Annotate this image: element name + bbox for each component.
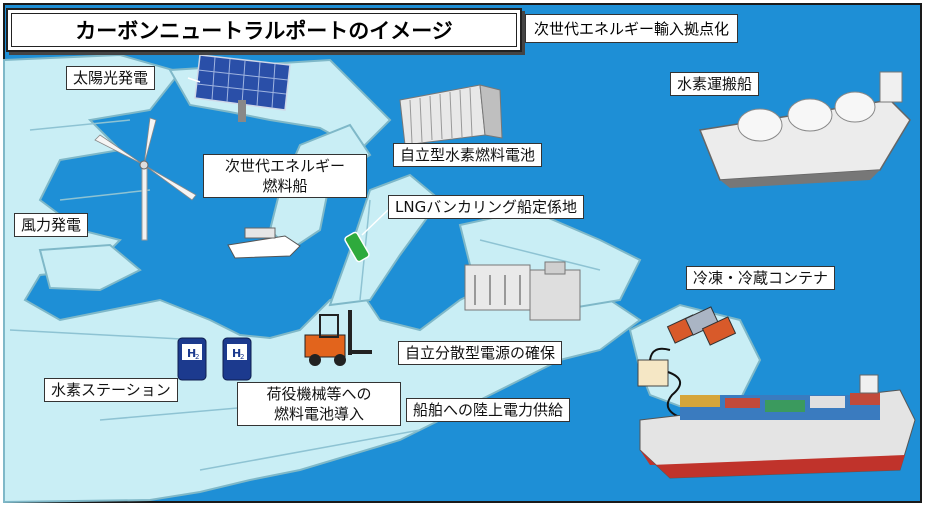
svg-text:2: 2 bbox=[195, 353, 199, 361]
svg-text:2: 2 bbox=[240, 353, 244, 361]
label-cargo-fuel-cell: 荷役機械等への 燃料電池導入 bbox=[237, 382, 401, 426]
leader-solar bbox=[187, 77, 201, 83]
container-ship-icon bbox=[639, 374, 916, 479]
power-plant-icon bbox=[464, 261, 581, 321]
hydrogen-carrier-ship-icon bbox=[698, 71, 911, 188]
label-reefer: 冷凍・冷蔵コンテナ bbox=[686, 266, 836, 290]
solar-panel-icon bbox=[194, 54, 291, 122]
reefer-container-icon bbox=[666, 306, 737, 346]
label-shore-power: 船舶への陸上電力供給 bbox=[406, 398, 571, 422]
label-next-gen-fuel-ship-line1: 次世代エネルギー bbox=[224, 157, 345, 175]
fuel-cell-unit-icon bbox=[399, 84, 503, 146]
shore-power-unit-icon bbox=[637, 347, 683, 419]
land-island bbox=[38, 243, 142, 292]
fuel-ship-icon bbox=[227, 227, 301, 259]
h2-pump-icon-2: H 2 bbox=[222, 337, 252, 381]
label-cargo-fuel-cell-line1: 荷役機械等への bbox=[266, 385, 372, 403]
h2-pump-icon-1: H 2 bbox=[177, 337, 207, 381]
label-hydrogen-carrier: 水素運搬船 bbox=[670, 72, 760, 96]
label-fuel-cell: 自立型水素燃料電池 bbox=[393, 143, 543, 167]
road-lines bbox=[9, 119, 601, 471]
label-cargo-fuel-cell-line2: 燃料電池導入 bbox=[273, 405, 364, 423]
label-lng-bunkering: LNGバンカリング船定係地 bbox=[388, 195, 584, 219]
label-h2-station: 水素ステーション bbox=[44, 378, 178, 402]
label-next-gen-fuel-ship: 次世代エネルギー 燃料船 bbox=[203, 154, 367, 198]
svg-text:H: H bbox=[187, 347, 196, 360]
svg-text:H: H bbox=[232, 347, 241, 360]
label-next-gen-fuel-ship-line2: 燃料船 bbox=[262, 177, 308, 195]
diagram-title-box: カーボンニュートラルポートのイメージ bbox=[6, 8, 522, 52]
label-distributed-power: 自立分散型電源の確保 bbox=[398, 341, 563, 365]
leader-lng bbox=[361, 209, 389, 236]
lng-mooring-marker-icon bbox=[344, 231, 370, 263]
label-wind: 風力発電 bbox=[14, 213, 89, 237]
forklift-icon bbox=[304, 310, 372, 366]
wind-turbine-icon bbox=[94, 117, 197, 241]
label-next-gen-hub: 次世代エネルギー輸入拠点化 bbox=[525, 14, 739, 43]
label-solar: 太陽光発電 bbox=[66, 66, 156, 90]
diagram-title: カーボンニュートラルポートのイメージ bbox=[11, 13, 517, 47]
